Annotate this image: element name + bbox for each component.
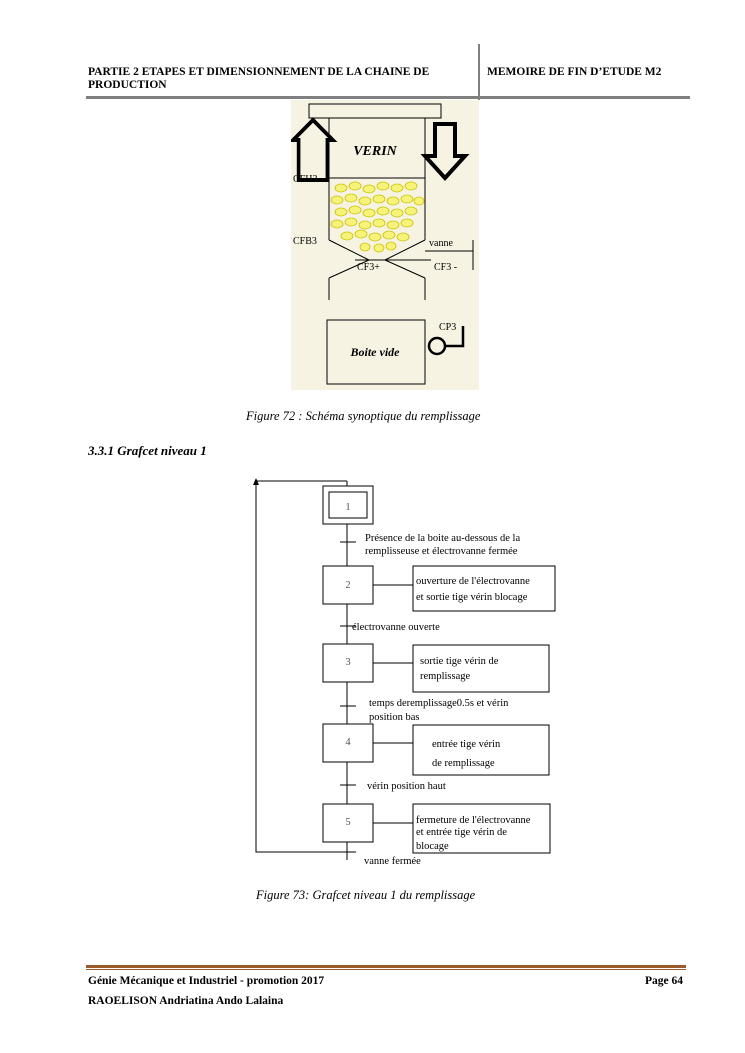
filling-schematic-figure: VERIN CFH3 CFB3 vanne xyxy=(288,100,479,390)
up-arrow-icon xyxy=(288,117,338,182)
cf3-plus-label: CF3+ xyxy=(357,262,380,273)
step-2-box xyxy=(322,565,374,605)
cfh3-label: CFH3 xyxy=(293,174,317,185)
step-3-box xyxy=(322,643,374,683)
action-5-line2: et entrée tige vérin de xyxy=(416,827,507,838)
transition-3-label-line1: temps deremplissage0.5s et vérin xyxy=(369,698,509,709)
figure-73-caption: Figure 73: Grafcet niveau 1 du remplissa… xyxy=(256,888,476,902)
action-2-box xyxy=(412,565,556,612)
step-2-number: 2 xyxy=(345,580,350,591)
grafcet-diagram: 1 Présence de la boite au-dessous de la … xyxy=(253,478,556,867)
piston-plate xyxy=(308,103,442,119)
cp3-label: CP3 xyxy=(439,322,456,333)
action-2-line2: et sortie tige vérin blocage xyxy=(416,592,528,603)
action-4-line1: entrée tige vérin xyxy=(432,739,501,750)
footer-department: Génie Mécanique et Industriel - promotio… xyxy=(88,975,325,987)
action-5-box xyxy=(412,803,551,854)
down-arrow-icon xyxy=(420,122,470,181)
outlet-right-diag xyxy=(384,259,426,279)
footer-author: RAOELISON Andriatina Ando Lalaina xyxy=(88,995,284,1007)
hopper-left-funnel xyxy=(328,239,370,261)
product-pellets xyxy=(330,181,425,253)
step-5-number: 5 xyxy=(345,817,350,828)
footer-rule-thin xyxy=(86,969,686,970)
transition-2-label: électrovanne ouverte xyxy=(352,622,440,633)
transition-1-label-line1: Présence de la boite au-dessous de la xyxy=(365,533,520,544)
header-divider xyxy=(478,44,480,100)
sensor-wire xyxy=(445,326,465,348)
figure-72-caption: Figure 72 : Schéma synoptique du remplis… xyxy=(246,409,481,423)
filling-schematic-diagram: VERIN CFH3 CFB3 vanne xyxy=(288,103,474,385)
header-chapter-title: PARTIE 2 ETAPES ET DIMENSIONNEMENT DE LA… xyxy=(88,66,430,91)
step-4-box xyxy=(322,723,374,763)
action-5-line1: fermeture de l'électrovanne xyxy=(416,815,531,826)
action-3-line1: sortie tige vérin de xyxy=(420,656,499,667)
loop-back-line xyxy=(255,481,347,853)
action-2-line1: ouverture de l'électrovanne xyxy=(416,576,530,587)
presence-sensor-icon xyxy=(427,336,447,356)
verin-label: VERIN xyxy=(353,144,397,159)
hopper-right-funnel xyxy=(384,239,426,261)
boite-vide-label: Boite vide xyxy=(350,345,401,359)
grafcet-figure: 1 Présence de la boite au-dessous de la … xyxy=(250,476,570,868)
action-3-line2: remplissage xyxy=(420,671,470,682)
cf3-minus-label: CF3 - xyxy=(434,262,457,273)
action-5-line3: blocage xyxy=(416,841,449,852)
step-1-number: 1 xyxy=(345,502,350,513)
step-4-number: 4 xyxy=(345,737,351,748)
empty-box xyxy=(326,319,426,385)
cfb3-label: CFB3 xyxy=(293,236,317,247)
section-heading: 3.3.1 Grafcet niveau 1 xyxy=(88,443,207,458)
footer-rule-thick xyxy=(86,965,686,968)
step-3-number: 3 xyxy=(345,657,350,668)
step-5-box xyxy=(322,803,374,843)
transition-1-label-line2: remplisseuse et électrovanne fermée xyxy=(365,546,518,557)
action-3-box xyxy=(412,644,550,693)
header-thesis-title: MEMOIRE DE FIN D’ETUDE M2 xyxy=(487,66,662,78)
vanne-label: vanne xyxy=(429,238,453,249)
transition-5-label: vanne fermée xyxy=(364,856,421,867)
transition-4-label: vérin position haut xyxy=(367,781,446,792)
action-4-box xyxy=(412,724,550,776)
action-4-line2: de remplissage xyxy=(432,758,495,769)
outlet-left-diag xyxy=(328,259,370,279)
step-1-inner xyxy=(328,491,368,519)
header-rule xyxy=(86,96,690,99)
footer-page-number: Page 64 xyxy=(644,975,683,987)
transition-3-label-line2: position bas xyxy=(369,712,419,723)
